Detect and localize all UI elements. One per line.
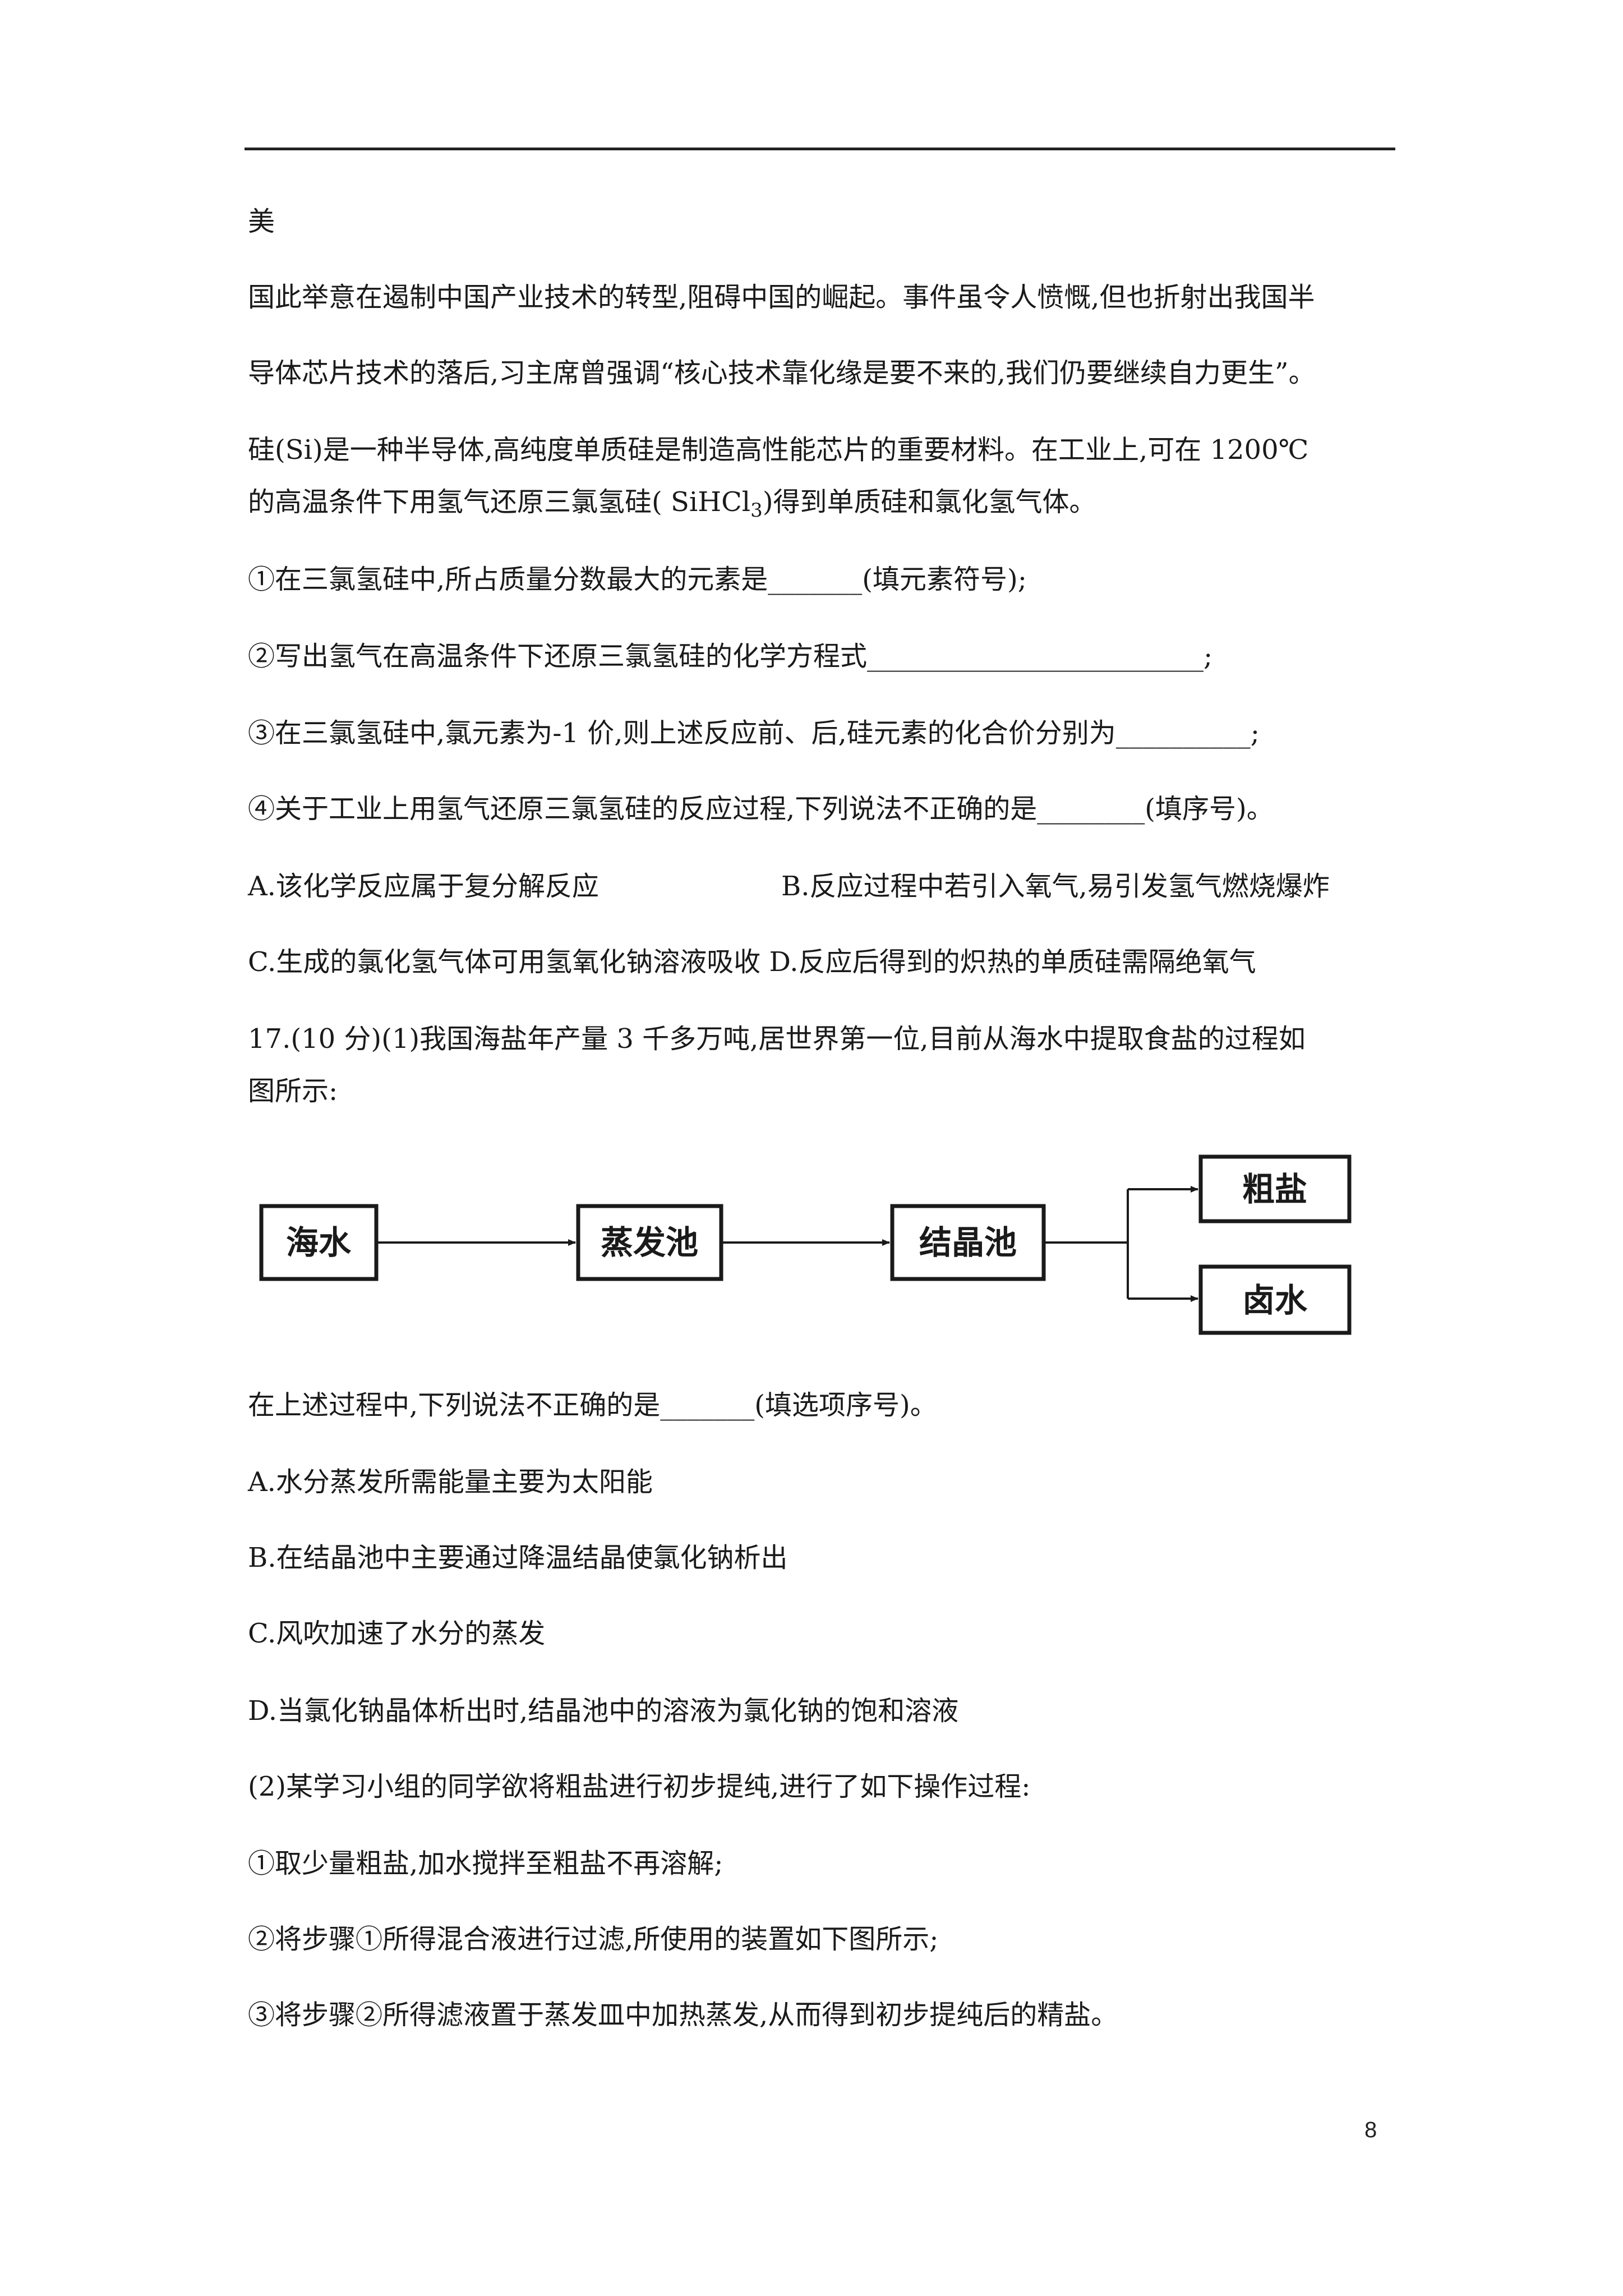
- evaporation-pond-label: 蒸发池: [601, 1223, 698, 1262]
- step-3: ③将步骤②所得滤液置于蒸发皿中加热蒸发,从而得到初步提纯后的精盐。: [248, 1999, 1118, 2031]
- option-c-d: C.生成的氯化氢气体可用氢氧化钠溶液吸收 D.反应后得到的炽热的单质硅需隔绝氧气: [248, 946, 1256, 978]
- subscript-3: 3: [750, 499, 763, 522]
- q17-option-c: C.风吹加速了水分的蒸发: [248, 1618, 546, 1649]
- option-a: A.该化学反应属于复分解反应: [248, 871, 599, 902]
- text-line-5-post: )得到单质硅和氯化氢气体。: [762, 486, 1096, 518]
- crystallization-pond-label: 结晶池: [919, 1223, 1017, 1262]
- question-17-intro-cont: 图所示:: [248, 1075, 338, 1107]
- option-b: B.反应过程中若引入氧气,易引发氢气燃烧爆炸: [781, 871, 1330, 902]
- step-1: ①取少量粗盐,加水搅拌至粗盐不再溶解;: [248, 1848, 723, 1879]
- crude-salt-box: [1198, 1154, 1352, 1223]
- question-3: ③在三氯氢硅中,氯元素为-1 价,则上述反应前、后,硅元素的化合价分别为____…: [248, 717, 1260, 749]
- text-line-3: 导体芯片技术的落后,习主席曾强调“核心技术靠化缘是要不来的,我们仍要继续自力更生…: [248, 357, 1316, 389]
- question-2: ②写出氢气在高温条件下还原三氯氢硅的化学方程式_________________…: [248, 641, 1213, 672]
- text-line-5: 的高温条件下用氢气还原三氯氢硅( SiHCl3)得到单质硅和氯化氢气体。: [248, 485, 1096, 527]
- text-line-4: 硅(Si)是一种半导体,高纯度单质硅是制造高性能芯片的重要材料。在工业上,可在 …: [248, 434, 1309, 466]
- question-17-2-intro: (2)某学习小组的同学欲将粗盐进行初步提纯,进行了如下操作过程:: [248, 1771, 1031, 1802]
- question-17-intro: 17.(10 分)(1)我国海盐年产量 3 千多万吨,居世界第一位,目前从海水中…: [248, 1023, 1306, 1055]
- salt-extraction-flow-diagram: 海水 蒸发池 结晶池 粗盐 卤水: [245, 1144, 1372, 1358]
- text-line-5-pre: 的高温条件下用氢气还原三氯氢硅( SiHCl: [248, 486, 751, 518]
- step-2: ②将步骤①所得混合液进行过滤,所使用的装置如下图所示;: [248, 1924, 939, 1955]
- text-line-2: 国此举意在遏制中国产业技术的转型,阻碍中国的崛起。事件虽令人愤慨,但也折射出我国…: [248, 282, 1315, 313]
- question-4: ④关于工业上用氢气还原三氯氢硅的反应过程,下列说法不正确的是________(填…: [248, 793, 1274, 825]
- question-17-1-prompt: 在上述过程中,下列说法不正确的是_______(填选项序号)。: [248, 1389, 937, 1421]
- page-number: 8: [1364, 2118, 1377, 2142]
- header-rule: [245, 148, 1395, 150]
- brine-box: [1198, 1264, 1352, 1335]
- q17-option-d: D.当氯化钠晶体析出时,结晶池中的溶液为氯化钠的饱和溶液: [248, 1695, 959, 1727]
- question-1: ①在三氯氢硅中,所占质量分数最大的元素是_______(填元素符号);: [248, 564, 1027, 595]
- q17-option-a: A.水分蒸发所需能量主要为太阳能: [248, 1466, 653, 1498]
- q17-option-b: B.在结晶池中主要通过降温结晶使氯化钠析出: [248, 1542, 788, 1573]
- brine-label: 卤水: [1242, 1281, 1308, 1319]
- text-line-1: 美: [248, 206, 275, 237]
- crude-salt-label: 粗盐: [1242, 1170, 1307, 1208]
- seawater-label: 海水: [286, 1223, 352, 1262]
